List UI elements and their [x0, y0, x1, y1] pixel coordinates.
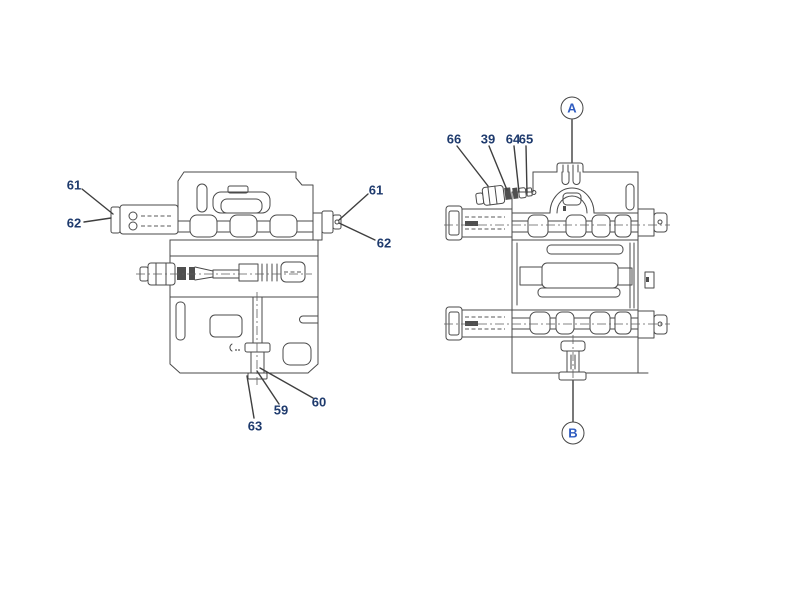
ref-label-a: A — [560, 96, 584, 120]
callout-64: 64 — [505, 131, 521, 147]
ref-label-b-text: B — [568, 425, 578, 441]
callout-62-right: 62 — [376, 235, 392, 251]
left-view-drawing — [110, 171, 342, 385]
right-view-drawing — [444, 162, 670, 392]
callout-61-right: 61 — [368, 182, 384, 198]
callout-leader-lines — [81, 119, 574, 423]
ref-label-a-text: A — [567, 100, 577, 116]
callout-39: 39 — [480, 131, 496, 147]
callout-63: 63 — [247, 418, 263, 434]
callout-62-left: 62 — [66, 215, 82, 231]
callout-59: 59 — [273, 402, 289, 418]
callout-60: 60 — [311, 394, 327, 410]
ref-label-b: B — [561, 421, 585, 445]
callout-61-left: 61 — [66, 177, 82, 193]
callout-66: 66 — [446, 131, 462, 147]
callout-65: 65 — [518, 131, 534, 147]
